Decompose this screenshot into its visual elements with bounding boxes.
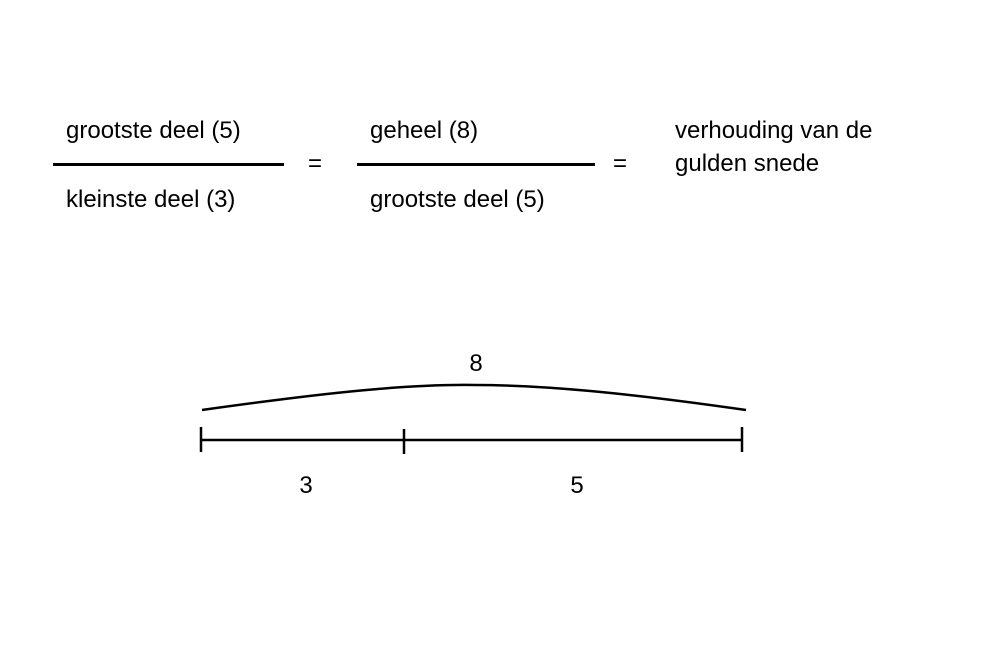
fraction2-bar [357, 163, 595, 166]
equals-sign-1: = [308, 150, 323, 177]
fraction1-bar [53, 163, 284, 166]
fraction1-numerator: grootste deel (5) [66, 117, 241, 144]
equals-sign-2: = [613, 150, 628, 177]
result-line-2: gulden snede [675, 150, 820, 177]
result-line-1: verhouding van de [675, 117, 873, 144]
fraction2-denominator: grootste deel (5) [370, 186, 545, 213]
small-segment-label: 3 [299, 472, 312, 499]
fraction2-numerator: geheel (8) [370, 117, 479, 144]
whole-label: 8 [469, 350, 482, 377]
fraction1-denominator: kleinste deel (3) [66, 186, 236, 213]
large-segment-label: 5 [570, 472, 583, 499]
whole-arc [201, 383, 747, 412]
